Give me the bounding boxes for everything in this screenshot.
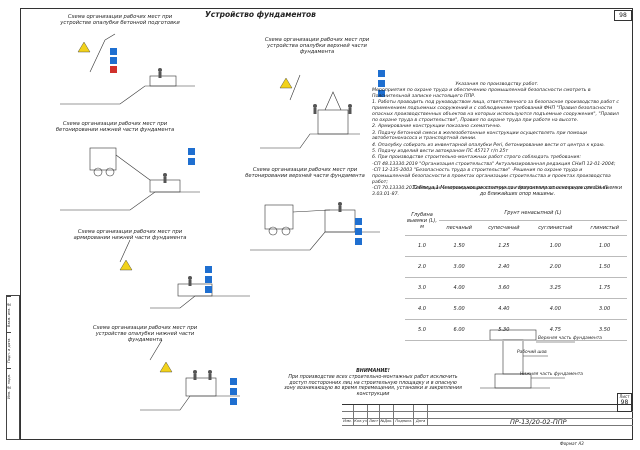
safety-signs: [77, 41, 385, 405]
note-item: -СП 12-135-2003 "Безопасность труда в ст…: [372, 167, 611, 185]
stamp-header: Подпись: [394, 419, 414, 425]
table-row: 4.0 5.00 4.40 4.00 3.00: [405, 298, 627, 320]
value-cell: 1.25: [479, 235, 529, 257]
sheet-number-bottom: 98: [620, 399, 629, 406]
left-strip-cell: Взам. инв. №: [7, 296, 11, 332]
value-cell: 3.00: [439, 256, 480, 278]
scheme-1-graphic: [60, 33, 195, 105]
left-strip-cell: Инв. № подл.: [7, 368, 11, 404]
warning-text: При производстве всех строительно-монтаж…: [284, 374, 462, 397]
column-header: глинистый: [582, 220, 627, 236]
stamp-header: Дата: [414, 419, 428, 425]
detail-label-joint: Рабочий шов: [517, 350, 547, 355]
format-label: Формат А3: [560, 441, 584, 446]
scheme-5-graphic: [119, 239, 250, 309]
value-cell: 4.00: [528, 298, 583, 320]
depth-cell: 4.0: [405, 298, 439, 320]
note-item: 1. Работы проводить под руководством лиц…: [372, 100, 619, 124]
notes-heading: Указания по производству работ.: [455, 82, 539, 87]
scheme-caption: Схема организации рабочих мест при устро…: [60, 14, 180, 26]
stamp-header: №Док.: [380, 419, 394, 425]
scheme-6-graphic: [140, 339, 240, 411]
table-row: 2.0 3.00 2.40 2.00 1.50: [405, 256, 627, 278]
note-item: 3. Подачу бетонной смеси в железобетонны…: [372, 130, 587, 142]
scheme-3-graphic: [60, 147, 200, 211]
detail-label-top: Верхняя часть фундамента: [538, 336, 602, 341]
depth-cell: 2.0: [405, 256, 439, 278]
sheet-title: Устройство фундаментов: [205, 10, 316, 19]
stamp-header: Кол.уч: [354, 419, 368, 425]
depth-cell: 3.0: [405, 277, 439, 299]
scheme-caption: Схема организации рабочих мест при бетон…: [55, 121, 175, 133]
note-item: 4. Опалубку собирать из инвентарной опал…: [372, 142, 605, 148]
value-cell: 4.75: [528, 319, 583, 341]
distance-table: Глубина выемки (L), м Грунт ненасыпной (…: [405, 206, 627, 341]
drawing-frame: [20, 8, 633, 440]
table-row: 1.0 1.50 1.25 1.00 1.00: [405, 235, 627, 257]
scheme-caption: Схема организации рабочих мест при армир…: [73, 229, 187, 241]
value-cell: 6.00: [439, 319, 480, 341]
value-cell: 1.50: [582, 256, 627, 278]
value-cell: 4.40: [479, 298, 529, 320]
warning-block: ВНИМАНИЕ! При производстве всех строител…: [283, 369, 463, 398]
value-cell: 1.00: [582, 235, 627, 257]
work-notes: Указания по производству работ. Мероприя…: [372, 82, 622, 198]
value-cell: 1.50: [439, 235, 480, 257]
left-strip: Взам. инв. № Подп. и дата Инв. № подл.: [6, 295, 20, 440]
value-cell: 2.00: [528, 256, 583, 278]
stamp-header: Изм.: [342, 419, 354, 425]
table-row: 3.0 4.00 3.60 3.25 1.75: [405, 277, 627, 299]
value-cell: 3.00: [582, 298, 627, 320]
note-item: 6. При производстве строительно-монтажны…: [372, 155, 581, 161]
value-cell: 1.75: [582, 277, 627, 299]
value-cell: 2.40: [479, 256, 529, 278]
value-cell: 5.00: [439, 298, 480, 320]
workers: [158, 68, 352, 380]
scheme-4-graphic: [250, 204, 380, 251]
depth-cell: 5.0: [405, 319, 439, 341]
note-item: -СП 70.13330.2012 Несущие и ограждающие …: [372, 185, 608, 197]
note-item: 2. Армирование конструкции показано схем…: [372, 124, 502, 130]
scheme-caption: Схема организации рабочих мест при бетон…: [245, 167, 365, 179]
table-title: Таблица 1 Минимальное расстояние по гори…: [413, 186, 622, 197]
detail-label-bottom: Нижняя часть фундамента: [520, 372, 583, 377]
soil-header: Грунт ненасыпной (L): [439, 206, 627, 221]
column-header: супесчаный: [479, 220, 529, 236]
sheet-label: Лист: [619, 394, 630, 399]
value-cell: 5.30: [479, 319, 529, 341]
note-item: Мероприятия по охране труда и обеспечени…: [372, 88, 591, 100]
scheme-caption: Схема организации рабочих мест при устро…: [92, 325, 198, 343]
scheme-2-graphic: [260, 74, 360, 149]
table-row: 5.0 6.00 5.30 4.75 3.50: [405, 319, 627, 341]
sheet-number-top: 98: [614, 10, 632, 21]
note-item: 5. Подачу изделий вести автокраном ПС 45…: [372, 148, 509, 154]
value-cell: 3.60: [479, 277, 529, 299]
sheet-number-box: Лист 98: [617, 393, 632, 412]
warning-title: ВНИМАНИЕ!: [356, 369, 390, 374]
depth-cell: 1.0: [405, 235, 439, 257]
value-cell: 1.00: [528, 235, 583, 257]
value-cell: 3.25: [528, 277, 583, 299]
document-code: ПР-13/20-02-ППР: [510, 418, 567, 426]
depth-header: Глубина выемки (L), м: [405, 206, 439, 236]
scheme-caption: Схема организации рабочих мест при устро…: [264, 37, 370, 55]
stamp-header: Лист: [368, 419, 380, 425]
value-cell: 4.00: [439, 277, 480, 299]
note-item: -СП 48.13330.2019 "Организация строитель…: [372, 161, 616, 167]
left-strip-cell: Подп. и дата: [7, 332, 11, 368]
column-header: суглинистый: [528, 220, 583, 236]
value-cell: 3.50: [582, 319, 627, 341]
title-block: Изм. Кол.уч Лист №Док. Подпись Дата: [342, 404, 633, 440]
column-header: песчаный: [439, 220, 480, 236]
